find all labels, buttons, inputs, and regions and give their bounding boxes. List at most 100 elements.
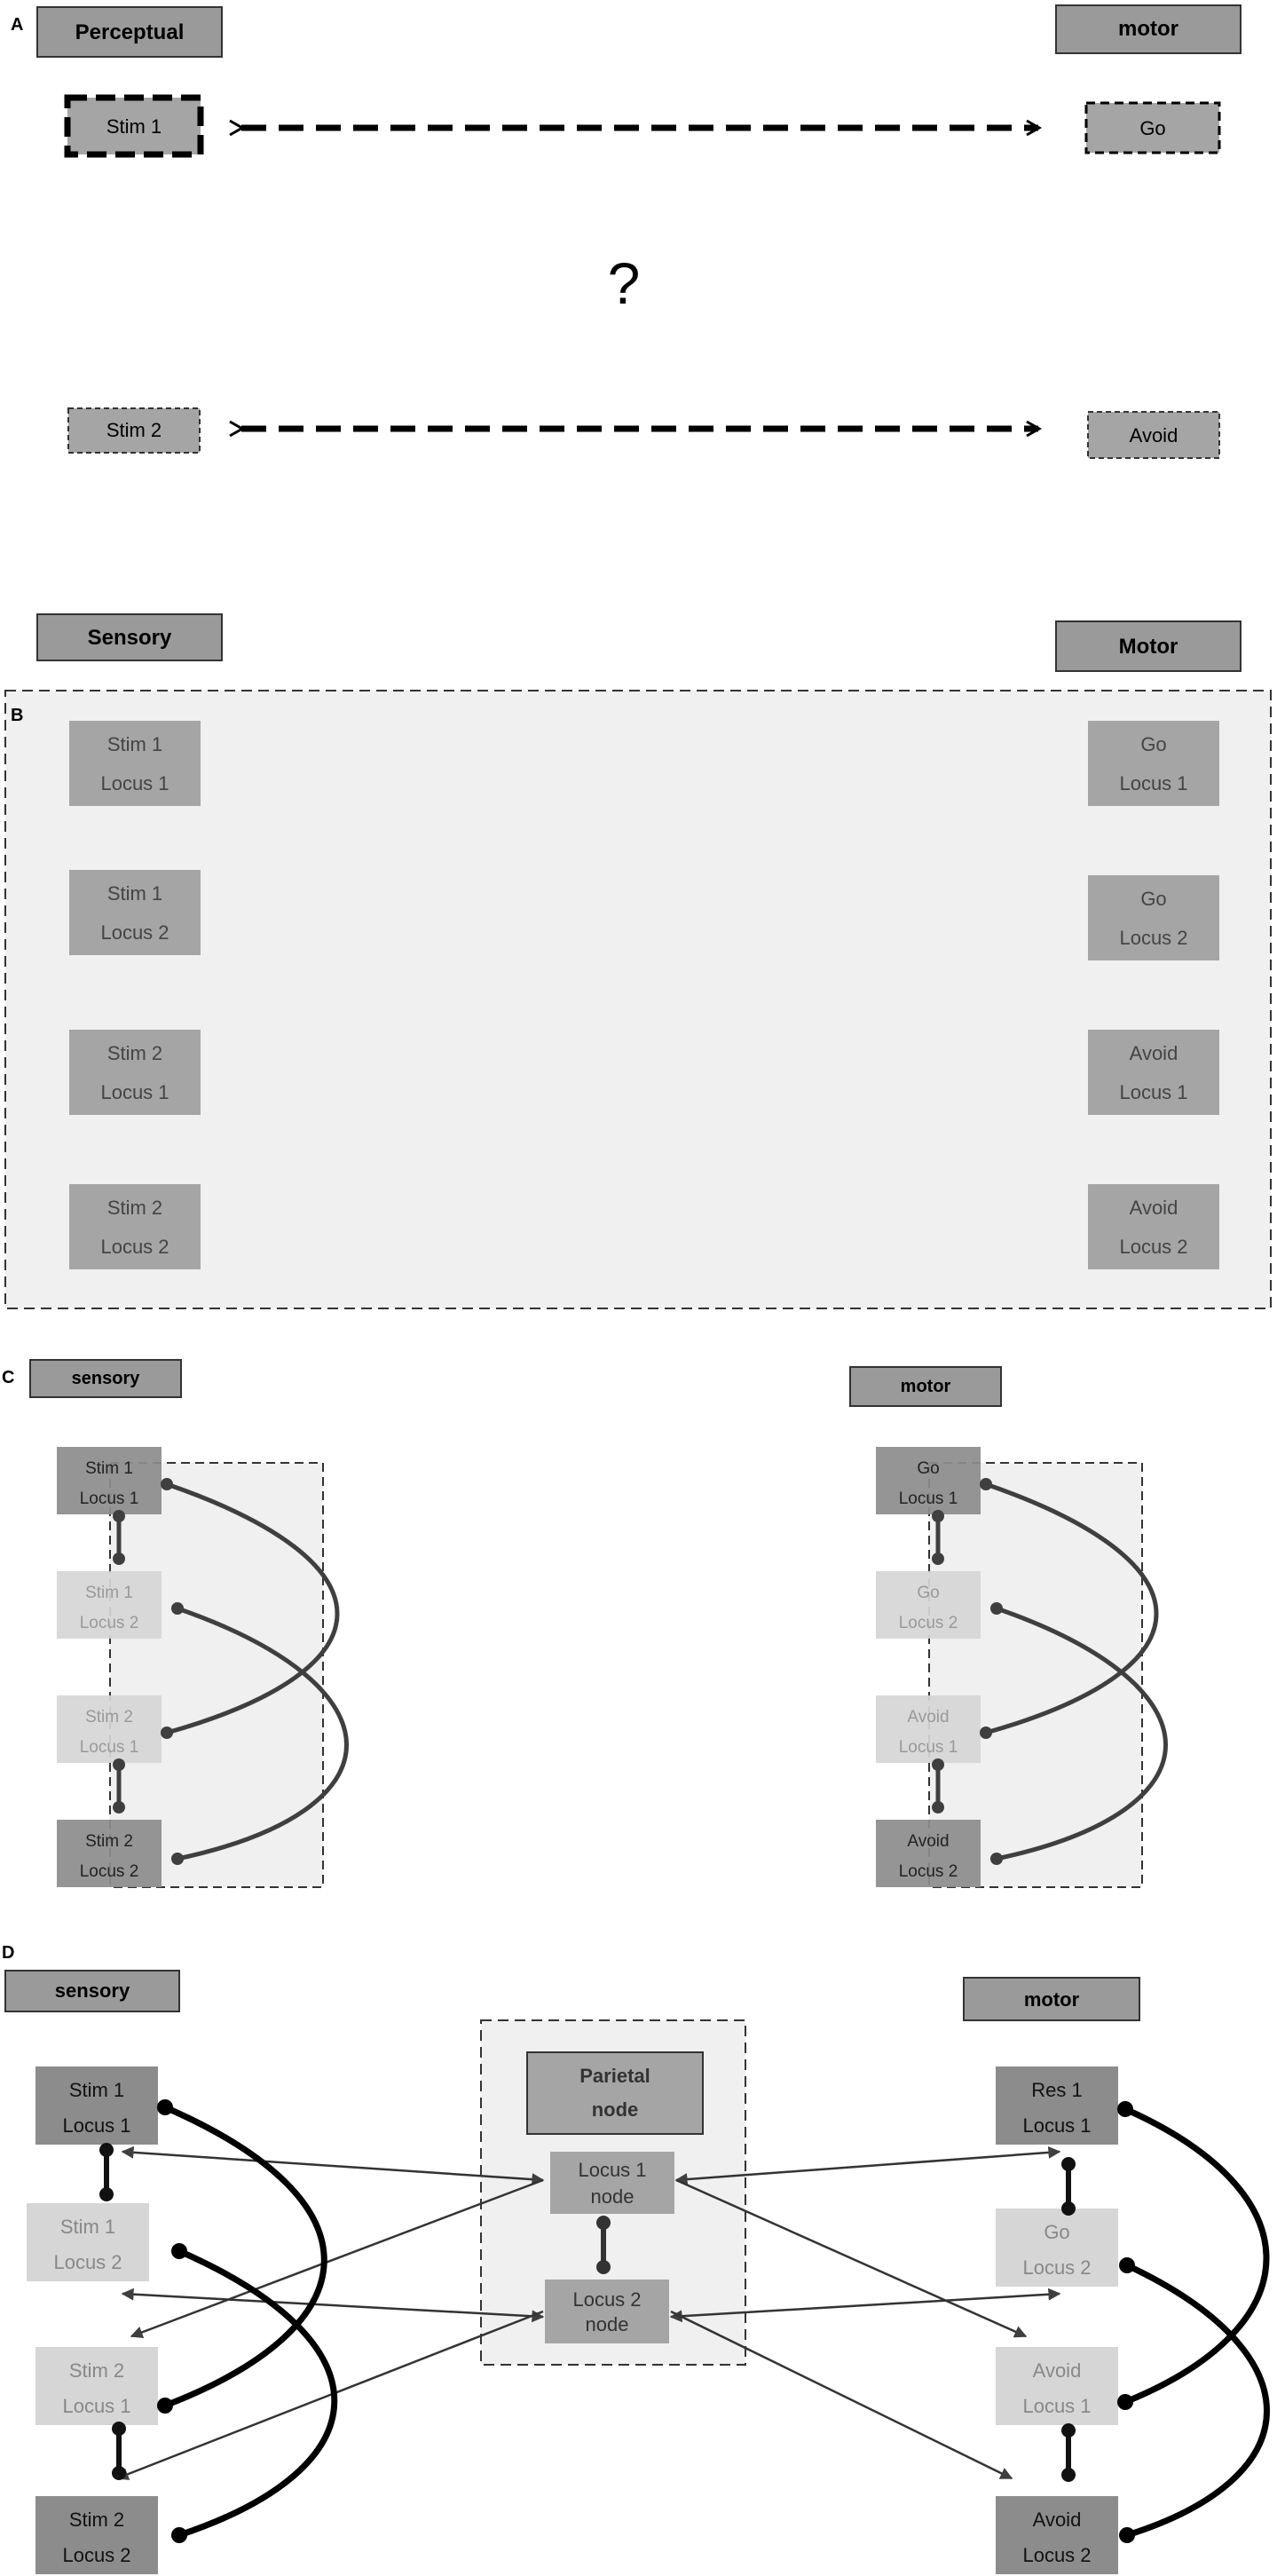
parietal-node-box — [526, 2051, 704, 2135]
stim1-box — [64, 94, 204, 158]
motor-header-b: Motor — [1119, 635, 1178, 659]
d-sensory-label-4b: Locus 2 — [62, 2544, 130, 2566]
d-sensory-box-1 — [35, 2066, 158, 2145]
d-motor-label-1a: Res 1 — [1031, 2079, 1082, 2101]
c-sensory-curve-2-dot2 — [171, 1853, 184, 1865]
d-sensory-box-4 — [35, 2496, 158, 2574]
stim1-label: Stim 1 — [106, 115, 162, 138]
b-sensory-4-box — [69, 1184, 201, 1269]
c-motor-label-4a: Avoid — [907, 1832, 949, 1851]
c-motor-link-bottom-dot1 — [932, 1758, 944, 1771]
motor-header-box-d — [963, 1977, 1140, 2021]
panel-b-letter: B — [11, 706, 23, 725]
panel-b-boxes: Stim 1 Locus 1 Stim 1 Locus 2 Stim 2 Locus 1 S… — [69, 721, 1219, 1269]
d-motor-curve-1-dot1 — [1117, 2101, 1133, 2117]
d-motor-box-3 — [996, 2347, 1118, 2425]
d-sensory-link-top-dot1 — [99, 2143, 114, 2157]
d-motor-curve-2-dot2 — [1119, 2527, 1135, 2543]
sensory-header-c: sensory — [72, 1369, 141, 1388]
locus2-node-line2: node — [586, 2313, 629, 2335]
c-motor-curve-1-dot1 — [980, 1478, 992, 1490]
c-sensory-frame — [109, 1462, 324, 1888]
c-motor-label-3b: Locus 1 — [899, 1738, 958, 1757]
c-motor-curve-2-dot2 — [990, 1853, 1003, 1865]
d-sensory-link-top-dot2 — [99, 2187, 114, 2201]
c-motor-link-top-dot1 — [932, 1510, 944, 1522]
d-motor-curve-1-dot2 — [1117, 2394, 1133, 2410]
go-box — [1084, 101, 1221, 154]
d-sensory-curve-1 — [163, 2104, 327, 2409]
b-motor-1-line2: Locus 1 — [1119, 772, 1187, 794]
locus1-node-line1: Locus 1 — [578, 2159, 646, 2181]
motor-header: motor — [1118, 17, 1178, 41]
d-motor-link-top-dot2 — [1061, 2201, 1076, 2216]
motor-header-d: motor — [1024, 1988, 1080, 2011]
b-motor-3-line1: Avoid — [1130, 1042, 1178, 1064]
parietal-node-line1: Parietal — [579, 2065, 650, 2087]
d-arrow-3 — [121, 2288, 545, 2323]
c-motor-box-1 — [876, 1447, 981, 1514]
c-motor-box-2 — [876, 1571, 981, 1639]
d-sensory-curve-2-dot1 — [171, 2243, 187, 2259]
c-sensory-link-top-dot2 — [113, 1553, 125, 1565]
d-sensory-label-1a: Stim 1 — [69, 2079, 124, 2101]
stim2-box — [67, 407, 201, 454]
c-motor-label-2a: Go — [917, 1584, 939, 1602]
b-sensory-3-box — [69, 1030, 201, 1115]
c-sensory-curve-1-dot1 — [161, 1478, 173, 1490]
d-motor-link-bottom-dot1 — [1061, 2423, 1076, 2438]
c-motor-label-1b: Locus 1 — [899, 1489, 958, 1508]
d-sensory-curve-1-dot1 — [157, 2099, 173, 2115]
b-sensory-2-line1: Stim 1 — [107, 882, 162, 905]
motor-header-box-b — [1055, 620, 1242, 672]
b-sensory-3-line1: Stim 2 — [107, 1042, 162, 1064]
b-sensory-1-line2: Locus 1 — [100, 772, 169, 794]
b-sensory-4-line1: Stim 2 — [107, 1197, 162, 1219]
d-arrow-1 — [121, 2145, 545, 2186]
d-parietal-link-dot2 — [596, 2260, 611, 2274]
c-sensory-box-2 — [57, 1571, 162, 1639]
b-sensory-3-line2: Locus 1 — [100, 1081, 169, 1103]
c-motor-link-top-dot2 — [932, 1553, 944, 1565]
c-sensory-label-4a: Stim 2 — [85, 1832, 133, 1851]
locus2-node-box — [545, 2280, 669, 2343]
c-sensory-label-3a: Stim 2 — [85, 1708, 133, 1727]
d-motor-label-4a: Avoid — [1033, 2509, 1082, 2531]
b-motor-2-line2: Locus 2 — [1119, 927, 1187, 949]
c-sensory-curve-2-dot1 — [171, 1602, 184, 1615]
panel-a: A Perceptual motor Stim 1 Go ? Stim 2 Av… — [11, 4, 1242, 459]
b-motor-2-line1: Go — [1140, 888, 1166, 910]
d-motor-label-3b: Locus 1 — [1022, 2395, 1091, 2417]
d-sensory-label-4a: Stim 2 — [69, 2509, 124, 2531]
c-motor-curve-2-dot1 — [990, 1602, 1003, 1615]
panel-d-connections — [115, 2145, 1061, 2480]
b-motor-4-line2: Locus 2 — [1119, 1236, 1187, 1258]
d-sensory-box-2 — [27, 2203, 149, 2281]
b-motor-3-line2: Locus 1 — [1119, 1081, 1187, 1103]
c-motor-curve-1 — [985, 1482, 1159, 1735]
locus2-node-line1: Locus 2 — [572, 2288, 641, 2311]
d-motor-label-3a: Avoid — [1033, 2359, 1082, 2382]
c-sensory-curve-1 — [166, 1482, 340, 1735]
c-motor-label-1a: Go — [917, 1459, 939, 1478]
panel-a-letter: A — [11, 15, 23, 35]
d-motor-label-4b: Locus 2 — [1022, 2544, 1091, 2566]
c-motor-box-3 — [876, 1695, 981, 1763]
c-motor-curve-2 — [996, 1606, 1168, 1861]
d-sensory-label-3a: Stim 2 — [69, 2359, 124, 2382]
b-sensory-1-line1: Stim 1 — [107, 733, 162, 755]
c-motor-label-4b: Locus 2 — [899, 1862, 958, 1881]
b-motor-4-box — [1088, 1184, 1219, 1269]
c-sensory-link-bottom-dot1 — [113, 1758, 125, 1771]
b-sensory-2-box — [69, 870, 201, 955]
motor-header-box — [1055, 4, 1242, 54]
panel-b-frame — [4, 690, 1272, 1309]
b-sensory-1-box — [69, 721, 201, 806]
c-sensory-label-2a: Stim 1 — [85, 1584, 133, 1602]
avoid-label: Avoid — [1130, 424, 1178, 446]
d-motor-link-top-dot1 — [1061, 2157, 1076, 2171]
